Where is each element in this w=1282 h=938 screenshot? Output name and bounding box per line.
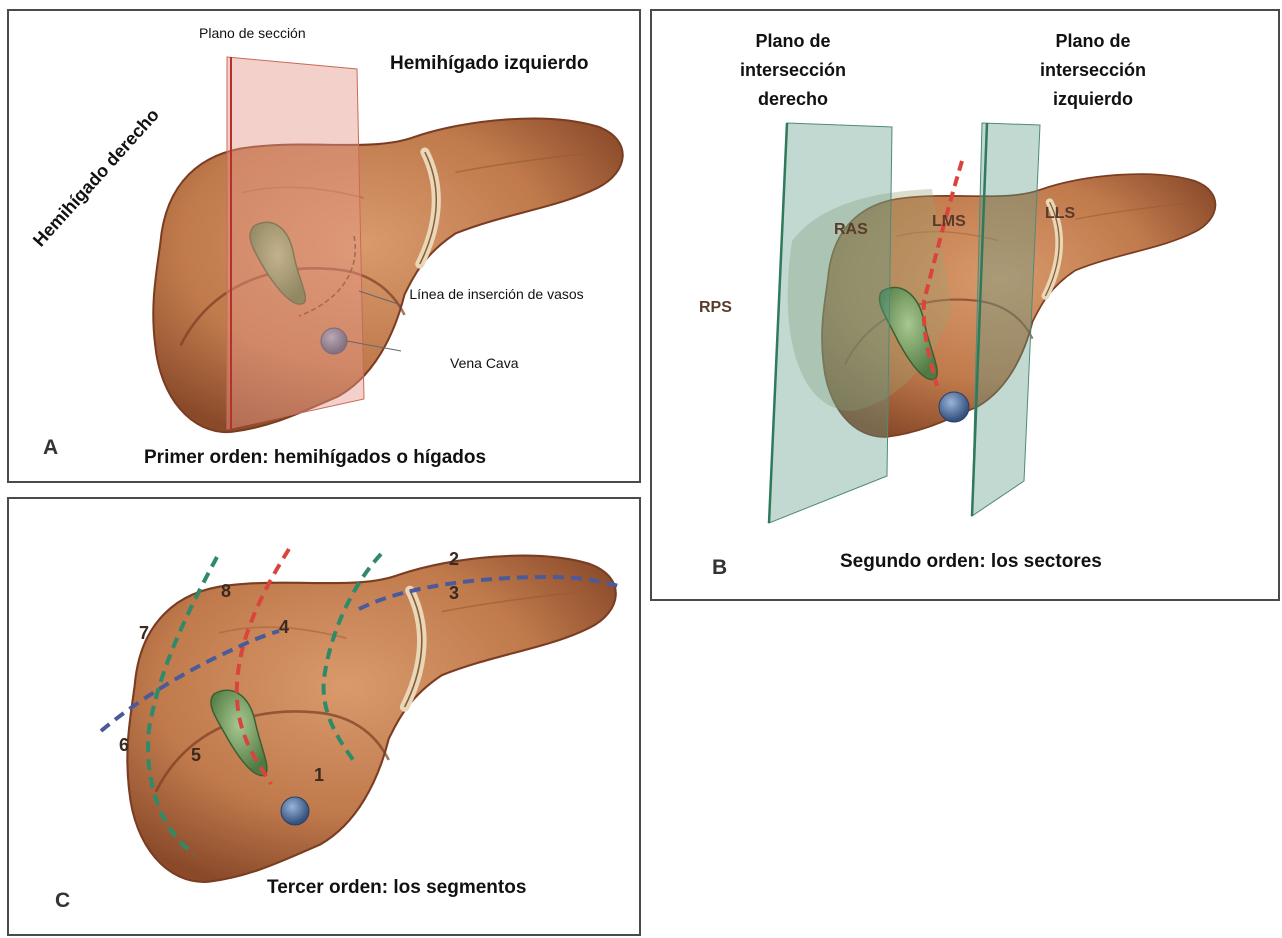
section-plane-label: Plano de sección [199, 25, 306, 41]
left-hemiliver-label: Hemihígado izquierdo [390, 53, 588, 75]
liver-illustration [127, 556, 615, 882]
insertion-line-label: Línea de inserción de vasos [409, 283, 584, 305]
segment-3: 3 [449, 583, 459, 604]
panel-b-caption: Segundo orden: los sectores [840, 551, 1102, 573]
panel-a-illustration [9, 11, 641, 483]
panel-a-letter: A [43, 436, 58, 460]
panel-c-caption: Tercer orden: los segmentos [267, 877, 526, 899]
sector-ras: RAS [834, 221, 868, 239]
segment-1: 1 [314, 765, 324, 786]
sector-lls: LLS [1045, 205, 1075, 223]
segment-4: 4 [279, 617, 289, 638]
panel-b-letter: B [712, 556, 727, 580]
panel-c-letter: C [55, 889, 70, 913]
liver-illustration [153, 119, 622, 433]
right-plane-label: Plano de intersección derecho [718, 27, 868, 114]
sector-rps: RPS [699, 299, 732, 317]
panel-b: Plano de intersección derecho Plano de i… [650, 9, 1280, 601]
panel-a: Plano de sección Hemihígado izquierdo He… [7, 9, 641, 483]
left-intersection-plane [972, 123, 1040, 516]
vena-cava-shape [281, 797, 309, 825]
segment-7: 7 [139, 623, 149, 644]
section-plane [227, 57, 364, 429]
right-intersection-plane [769, 123, 892, 523]
segment-2: 2 [449, 549, 459, 570]
vena-cava-label: Vena Cava [450, 355, 519, 371]
sector-lms: LMS [932, 213, 966, 231]
segment-8: 8 [221, 581, 231, 602]
segment-5: 5 [191, 745, 201, 766]
left-plane-label: Plano de intersección izquierdo [1018, 27, 1168, 114]
panel-c: 1 2 3 4 5 6 7 8 C Tercer orden: los segm… [7, 497, 641, 936]
segment-6: 6 [119, 735, 129, 756]
panel-a-caption: Primer orden: hemihígados o hígados [144, 447, 486, 469]
vena-cava-shape [939, 392, 969, 422]
panel-c-illustration [9, 499, 641, 936]
